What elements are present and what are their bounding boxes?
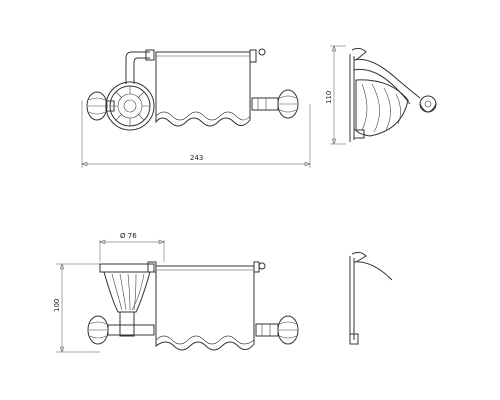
cover-panel-bottom — [147, 261, 266, 351]
right-end-knob-bottom — [255, 315, 299, 345]
dimension-diameter-label: Ø 76 — [120, 232, 137, 240]
cover-panel — [155, 51, 251, 127]
right-end-knob — [251, 89, 299, 119]
dimension-height-label: 110 — [325, 91, 333, 104]
dimension-width-label: 243 — [190, 154, 203, 162]
left-end-knob-bottom — [87, 315, 155, 345]
dimension-width: 243 — [81, 100, 311, 168]
front-view-bottom: Ø 76 100 — [53, 232, 299, 353]
rosette-base — [105, 81, 155, 131]
side-view-bottom — [349, 251, 393, 345]
dimension-diameter: Ø 76 — [99, 232, 165, 262]
holder-arm — [125, 49, 155, 84]
dimension-bottom-height: 100 — [53, 263, 100, 353]
side-view-top: 110 — [325, 45, 437, 145]
dimension-bottom-height-label: 100 — [53, 299, 61, 312]
front-view-top: 243 — [81, 48, 311, 168]
roll-end-cap — [249, 48, 266, 63]
